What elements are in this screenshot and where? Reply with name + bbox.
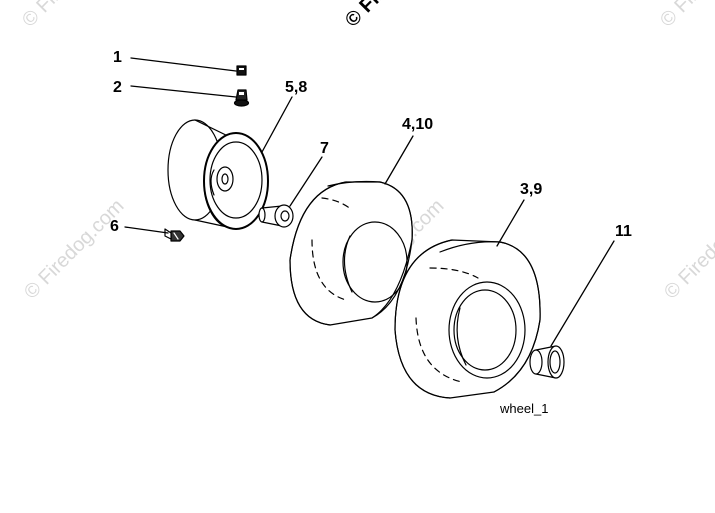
watermark-left: © Firedog.com <box>20 195 129 304</box>
watermark-top-right: © Fire <box>656 0 710 32</box>
callout-2: 2 <box>113 79 122 96</box>
callout-1: 1 <box>113 49 122 66</box>
callout-6: 6 <box>110 218 119 235</box>
callout-4-10: 4,10 <box>402 116 433 133</box>
rim-assembly-part <box>167 119 269 230</box>
watermark-header: © Fire <box>341 0 397 32</box>
front-tire-part <box>289 180 413 326</box>
bushing-part <box>258 204 294 228</box>
valve-cap-part <box>236 65 247 76</box>
leader-lines <box>124 57 615 347</box>
diagram-caption: wheel_1 <box>499 401 548 416</box>
leader-line-2 <box>130 85 237 98</box>
callout-11: 11 <box>615 223 632 240</box>
callout-7: 7 <box>320 140 329 157</box>
watermark-right: © Firedog.com <box>660 195 715 304</box>
leader-line-7 <box>289 156 323 207</box>
leader-line-11 <box>550 240 615 347</box>
watermark-top-left: © Fire <box>18 0 72 32</box>
leader-line-410 <box>384 135 414 185</box>
grease-fitting-part <box>164 228 185 242</box>
leader-line-39 <box>496 199 525 247</box>
callout-5-8: 5,8 <box>285 79 307 96</box>
valve-stem-part <box>233 89 250 107</box>
hub-cap-part <box>529 345 565 379</box>
callout-labels: 1 2 5,8 7 6 4,10 3,9 11 <box>110 49 632 240</box>
callout-3-9: 3,9 <box>520 181 542 198</box>
rear-tire-part <box>394 239 541 399</box>
leader-line-1 <box>130 57 237 72</box>
leader-line-6 <box>124 226 169 234</box>
leader-line-58 <box>261 96 293 153</box>
